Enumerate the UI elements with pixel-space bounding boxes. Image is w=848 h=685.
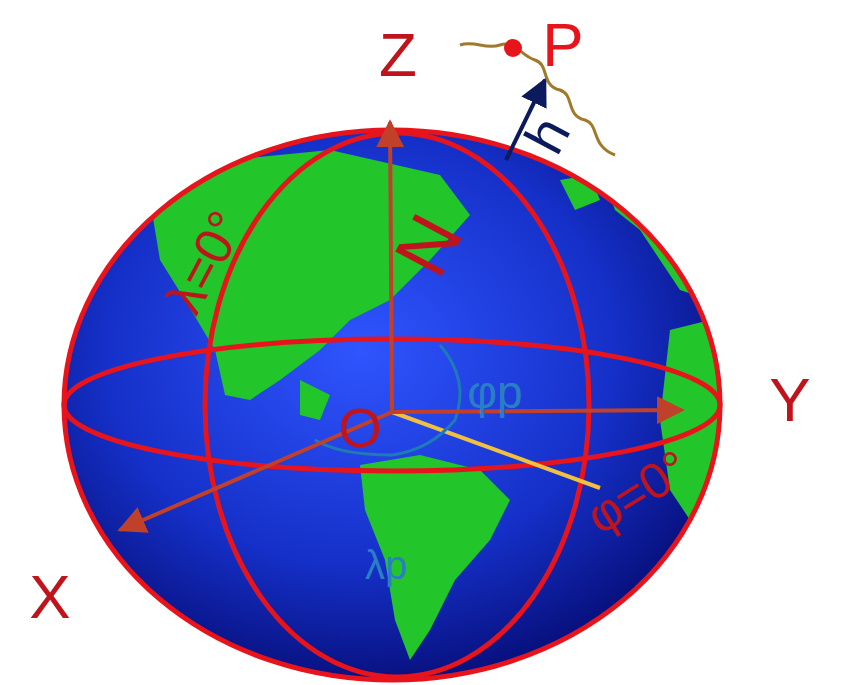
z-axis — [390, 122, 392, 412]
meridian — [205, 133, 589, 677]
axis-label: Y — [769, 369, 810, 431]
point-marker — [504, 39, 522, 57]
south-america — [360, 455, 510, 660]
axis-label: Z — [379, 24, 417, 86]
longitude-label: λp — [365, 545, 407, 585]
origin-label: O — [338, 400, 382, 456]
angle-arc — [315, 345, 460, 455]
point-label: P — [542, 14, 583, 76]
north-america — [150, 150, 470, 400]
europe — [600, 150, 725, 300]
axis-label: X — [29, 566, 70, 628]
central-america — [300, 380, 330, 420]
equator-radius — [392, 412, 600, 488]
latitude-label: φp — [467, 369, 522, 415]
y-axis — [392, 410, 682, 412]
